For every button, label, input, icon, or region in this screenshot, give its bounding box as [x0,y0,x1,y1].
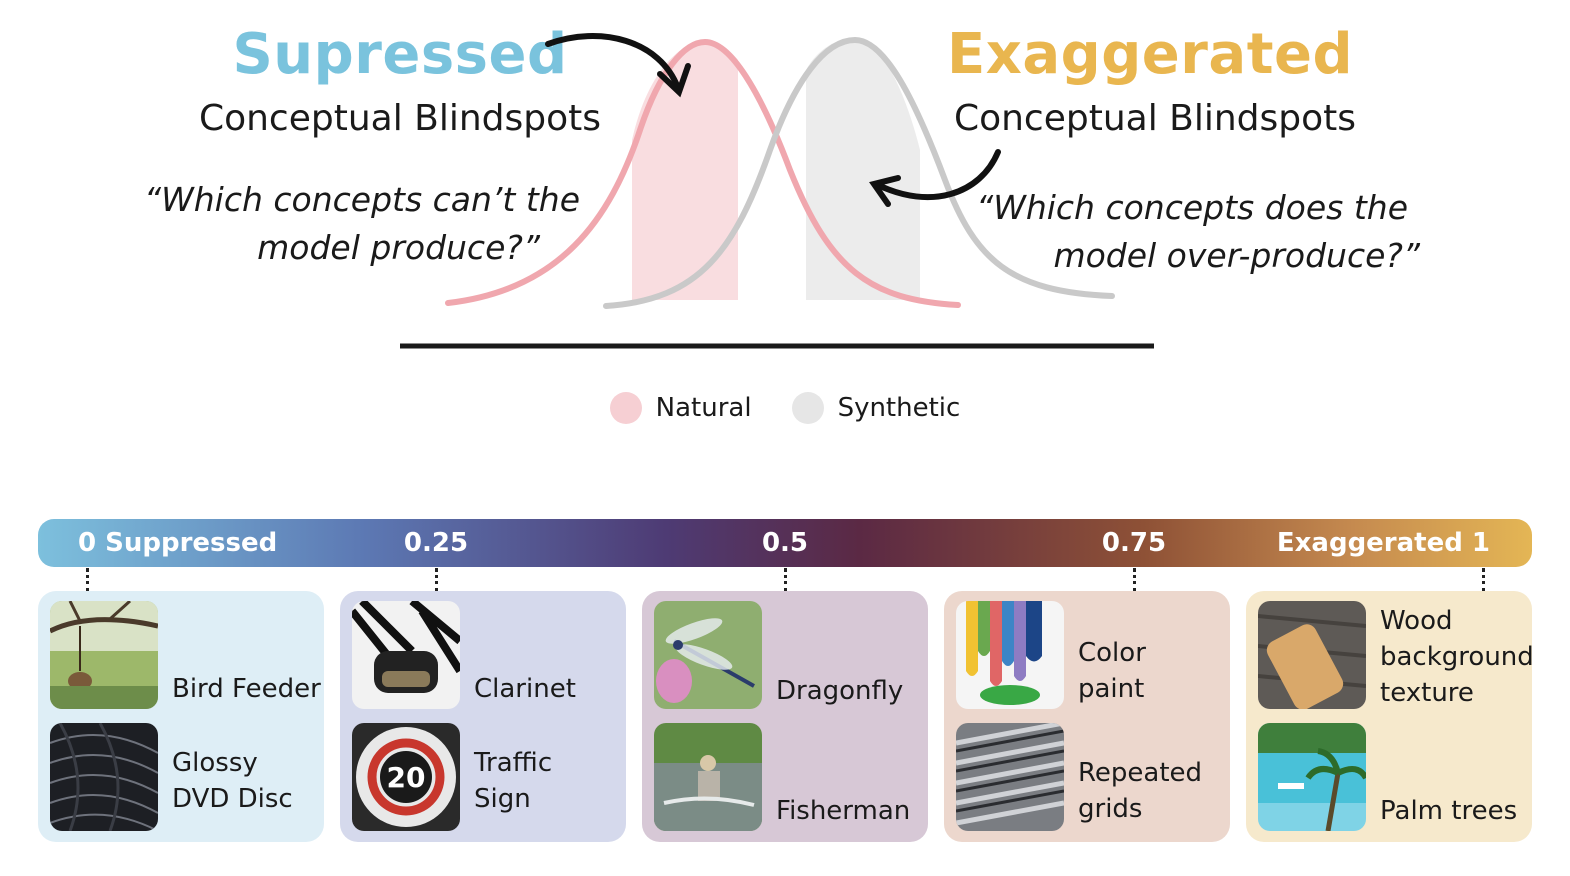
concept-label: Color paint [1078,638,1146,704]
dvd-disc-image [50,723,158,831]
concept-label: Palm trees [1380,796,1518,826]
natural-swatch-icon [609,392,642,424]
concept-label: Dragonfly [776,676,904,706]
tick-0-suppressed: 0 Suppressed [78,528,278,558]
fisherman-image [654,723,762,831]
legend-label: Synthetic [837,393,961,423]
concept-label: Wood background texture [1380,606,1534,708]
legend-item-synthetic: Synthetic [791,392,961,424]
tick-connector [784,568,787,592]
wood-texture-image [1258,601,1366,709]
tick-0-5: 0.5 [761,528,809,558]
dragonfly-image [654,601,762,709]
natural-curve [445,38,961,308]
tick-connector [1482,568,1485,592]
legend: Natural Synthetic [0,392,1570,424]
color-paint-image [956,601,1064,709]
exaggerated-question: “Which concepts does the model over-prod… [976,188,1420,275]
tick-0-75: 0.75 [1101,528,1167,558]
concept-label: Clarinet [474,674,576,704]
concept-label: Bird Feeder [172,674,321,704]
clarinet-image [352,601,460,709]
svg-text:20: 20 [387,761,426,794]
repeated-grids-image [956,723,1064,831]
traffic-sign-image: 20 [352,723,460,831]
synthetic-exaggerated-region [806,38,920,300]
tick-connector [1133,568,1136,592]
natural-suppressed-region [632,40,738,300]
legend-label: Natural [655,393,752,423]
tick-connector [86,568,89,592]
bird-feeder-image [50,601,158,709]
suppressed-title: Supressed [232,22,568,87]
tick-connector [435,568,438,592]
panel-three-quarter: Color paint Repeated grids [944,591,1230,842]
suppressed-question: “Which concepts can’t the model produce?… [144,180,580,267]
arrow-to-synthetic-icon [869,149,1001,207]
arrow-to-natural-icon [545,33,691,98]
palm-trees-image [1258,723,1366,831]
synthetic-curve [603,36,1115,309]
exaggerated-subtitle: Conceptual Blindspots [953,98,1357,139]
blindspot-scale-bar: 0 Suppressed 0.25 0.5 0.75 Exaggerated 1 [38,519,1532,567]
concept-label: Fisherman [776,796,911,826]
tick-1-exaggerated: Exaggerated 1 [1276,528,1490,558]
panel-quarter: Clarinet 20 Traffic Sign [340,591,626,842]
panel-exaggerated: Wood background texture Palm trees [1246,591,1534,842]
distribution-diagram [400,33,1154,349]
concept-label: Traffic Sign [474,748,553,814]
panel-half: Dragonfly Fisherman [642,591,928,842]
suppressed-subtitle: Conceptual Blindspots [198,98,602,139]
exaggerated-title: Exaggerated [946,22,1354,87]
tick-0-25: 0.25 [403,528,469,558]
concept-label: Glossy DVD Disc [172,748,293,814]
concept-label: Repeated grids [1078,758,1203,824]
synthetic-swatch-icon [791,392,824,424]
legend-item-natural: Natural [609,392,752,424]
panel-suppressed: Bird Feeder Glossy DVD Disc [38,591,324,842]
